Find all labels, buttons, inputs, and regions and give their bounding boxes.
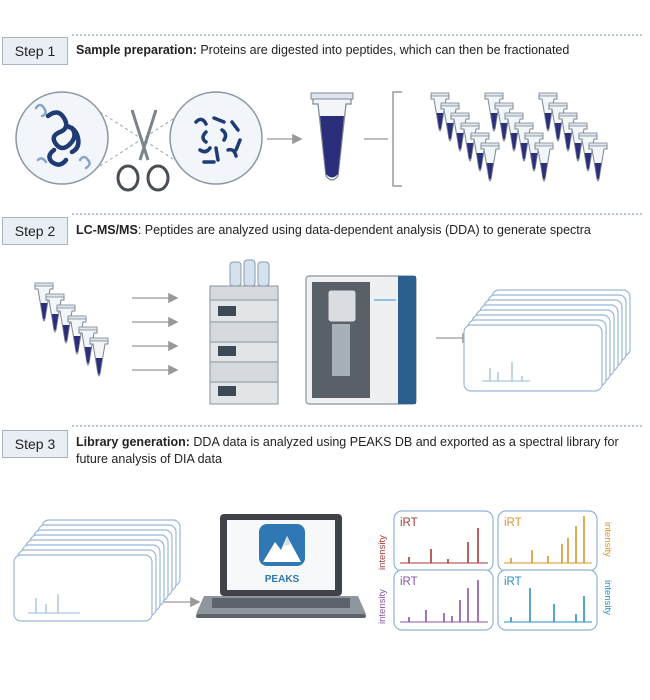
panel-1-label: iRT — [400, 517, 418, 529]
step-1-badge: Step 1 — [2, 37, 68, 65]
fraction-tubes — [430, 92, 608, 182]
spectra-stack-step3 — [13, 519, 181, 622]
step-1-title: Sample preparation: — [76, 43, 197, 57]
mass-spectrometer — [305, 275, 417, 405]
panel-2-label: iRT — [504, 517, 522, 529]
panel-4-axis-label: intensity — [602, 580, 613, 615]
step-2-text: LC-MS/MS: Peptides are analyzed using da… — [76, 222, 591, 239]
panel-4 — [497, 569, 598, 631]
peaks-app-icon — [259, 524, 305, 566]
spectra-stack-step2 — [463, 289, 631, 392]
step-2-title: LC-MS/MS — [76, 223, 138, 237]
panel-3-axis-label: intensity — [377, 589, 388, 624]
step-3-text: Library generation: DDA data is analyzed… — [76, 434, 636, 468]
fraction-tubes-step2 — [34, 282, 109, 377]
lc-system — [209, 259, 279, 405]
digest-tube — [310, 92, 354, 181]
step-2-badge: Step 2 — [2, 217, 68, 245]
scissors-icon — [99, 109, 185, 192]
step-3-badge: Step 3 — [2, 430, 68, 458]
fraction-bracket — [392, 91, 402, 187]
step-3-title: Library generation: — [76, 435, 190, 449]
panel-4-label: iRT — [504, 576, 522, 588]
step-3-description: DDA data is analyzed using PEAKS DB and … — [76, 435, 619, 466]
divider-step-3 — [72, 425, 642, 427]
spectral-library-panels: iRT iRT iRT iRT intensity intensity inte… — [377, 510, 613, 631]
divider-step-2 — [72, 213, 642, 215]
injection-arrows — [132, 292, 179, 376]
peaks-app-label: PEAKS — [265, 574, 300, 585]
divider-step-1 — [72, 34, 642, 36]
protein-circle — [15, 91, 109, 185]
panel-3-label: iRT — [400, 576, 418, 588]
step-2-description: : Peptides are analyzed using data-depen… — [137, 223, 591, 237]
peptide-circle — [169, 91, 263, 185]
panel-2-axis-label: intensity — [602, 522, 613, 557]
step-1-text: Sample preparation: Proteins are digeste… — [76, 42, 569, 59]
panel-1-axis-label: intensity — [377, 535, 388, 570]
step-1-description: Proteins are digested into peptides, whi… — [196, 43, 570, 57]
